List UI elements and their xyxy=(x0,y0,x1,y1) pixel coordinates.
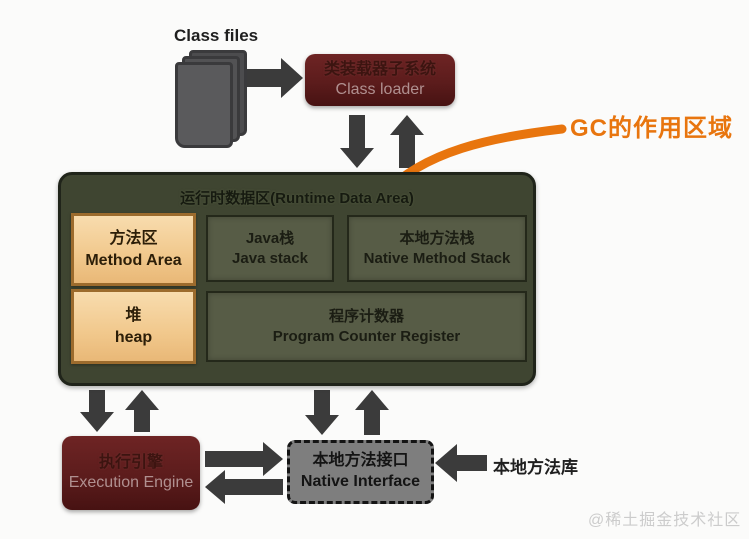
execution-engine-box: 执行引擎 Execution Engine xyxy=(62,436,200,510)
class-loader-label-zh: 类装载器子系统 xyxy=(323,61,436,78)
method-area-box: 方法区 Method Area xyxy=(71,213,196,286)
runtime-data-area-title: 运行时数据区(Runtime Data Area) xyxy=(180,190,414,207)
arrow-native-to-engine-left xyxy=(205,470,283,504)
arrow-runtime-up xyxy=(390,115,424,168)
heap-label-zh: 堆 xyxy=(125,306,142,324)
java-stack-box: Java栈 Java stack xyxy=(206,215,334,282)
arrow-classfiles-to-classloader xyxy=(245,58,303,98)
arrow-runtime-to-engine-down xyxy=(80,390,114,432)
native-interface-label-zh: 本地方法接口 xyxy=(312,452,409,470)
java-stack-label-zh: Java栈 xyxy=(245,230,295,247)
arrow-native-to-runtime-up xyxy=(355,390,389,435)
class-loader-box: 类装载器子系统 Class loader xyxy=(305,54,455,106)
execution-engine-label-en: Execution Engine xyxy=(68,474,194,491)
class-files-label: Class files xyxy=(174,26,259,45)
heap-box: 堆 heap xyxy=(71,289,196,364)
class-loader-label-en: Class loader xyxy=(335,81,425,98)
arrow-classloader-down xyxy=(340,115,374,168)
program-counter-label-zh: 程序计数器 xyxy=(328,308,404,325)
method-area-label-zh: 方法区 xyxy=(109,229,158,247)
native-interface-box: 本地方法接口 Native Interface xyxy=(287,440,434,504)
native-method-stack-box: 本地方法栈 Native Method Stack xyxy=(347,215,527,282)
java-stack-label-en: Java stack xyxy=(232,249,308,267)
arrow-engine-to-native-right xyxy=(205,442,283,476)
arrow-library-to-native-left xyxy=(435,444,487,482)
runtime-data-area: 运行时数据区(Runtime Data Area) 方法区 Method Are… xyxy=(58,172,536,386)
execution-engine-label-zh: 执行引擎 xyxy=(98,454,163,471)
native-interface-label-en: Native Interface xyxy=(300,473,421,490)
native-method-stack-label-en: Native Method Stack xyxy=(363,249,511,267)
gc-scope-label: GC的作用区域 xyxy=(570,115,733,142)
native-library-label: 本地方法库 xyxy=(493,458,578,477)
program-counter-label-en: Program Counter Register xyxy=(272,327,461,345)
arrow-engine-to-runtime-up xyxy=(125,390,159,432)
program-counter-box: 程序计数器 Program Counter Register xyxy=(206,291,527,362)
class-files-icon xyxy=(175,50,247,148)
arrow-runtime-to-native-down xyxy=(305,390,339,435)
native-method-stack-label-zh: 本地方法栈 xyxy=(399,230,475,247)
heap-label-en: heap xyxy=(114,328,153,346)
watermark: @稀土掘金技术社区 xyxy=(588,512,742,529)
method-area-label-en: Method Area xyxy=(85,251,182,269)
